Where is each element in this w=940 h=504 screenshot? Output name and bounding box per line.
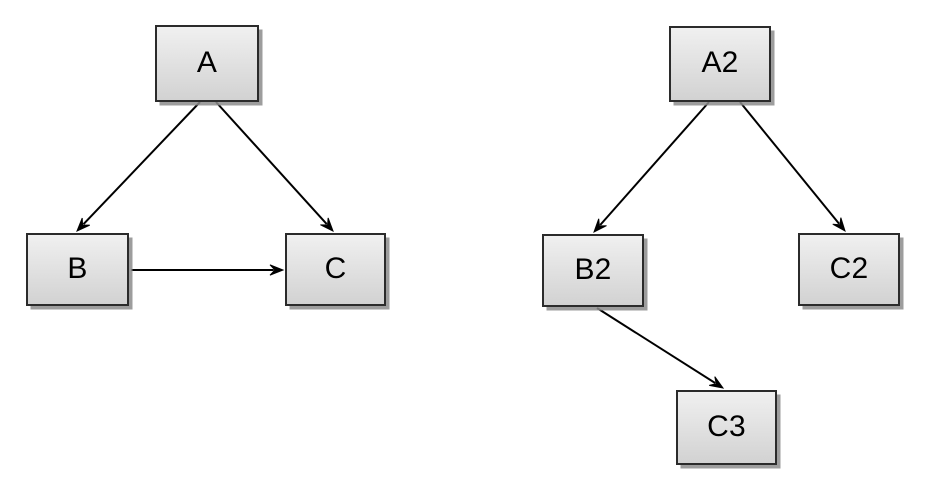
node-b2[interactable]: B2 [542,234,644,307]
node-label: A [196,45,218,79]
arrowhead-icon [593,218,607,234]
node-c[interactable]: C [285,233,386,306]
edge-line [739,101,840,225]
edge[interactable] [739,101,846,233]
arrowhead-icon [709,376,725,389]
edge[interactable] [596,307,725,389]
node-c2[interactable]: C2 [798,233,900,306]
node-b[interactable]: B [26,233,129,306]
edge-line [596,307,716,384]
edge-line [82,101,201,225]
node-label: C [324,251,347,285]
node-a2[interactable]: A2 [669,26,771,102]
arrowhead-icon [320,217,334,232]
edge-line [215,101,328,225]
node-label: A2 [701,46,739,79]
arrowhead-icon [76,217,90,232]
edge[interactable] [76,101,201,232]
arrowhead-icon [832,217,846,233]
edge[interactable] [215,101,334,232]
node-c3[interactable]: C3 [676,390,777,465]
node-a[interactable]: A [155,25,259,102]
arrowhead-icon [269,264,285,276]
edge-line [599,101,710,226]
edge[interactable] [593,101,710,234]
node-label: B [67,251,88,285]
edge[interactable] [131,264,285,276]
node-label: B2 [574,252,612,286]
node-label: C3 [707,409,746,443]
node-label: C2 [829,251,869,285]
